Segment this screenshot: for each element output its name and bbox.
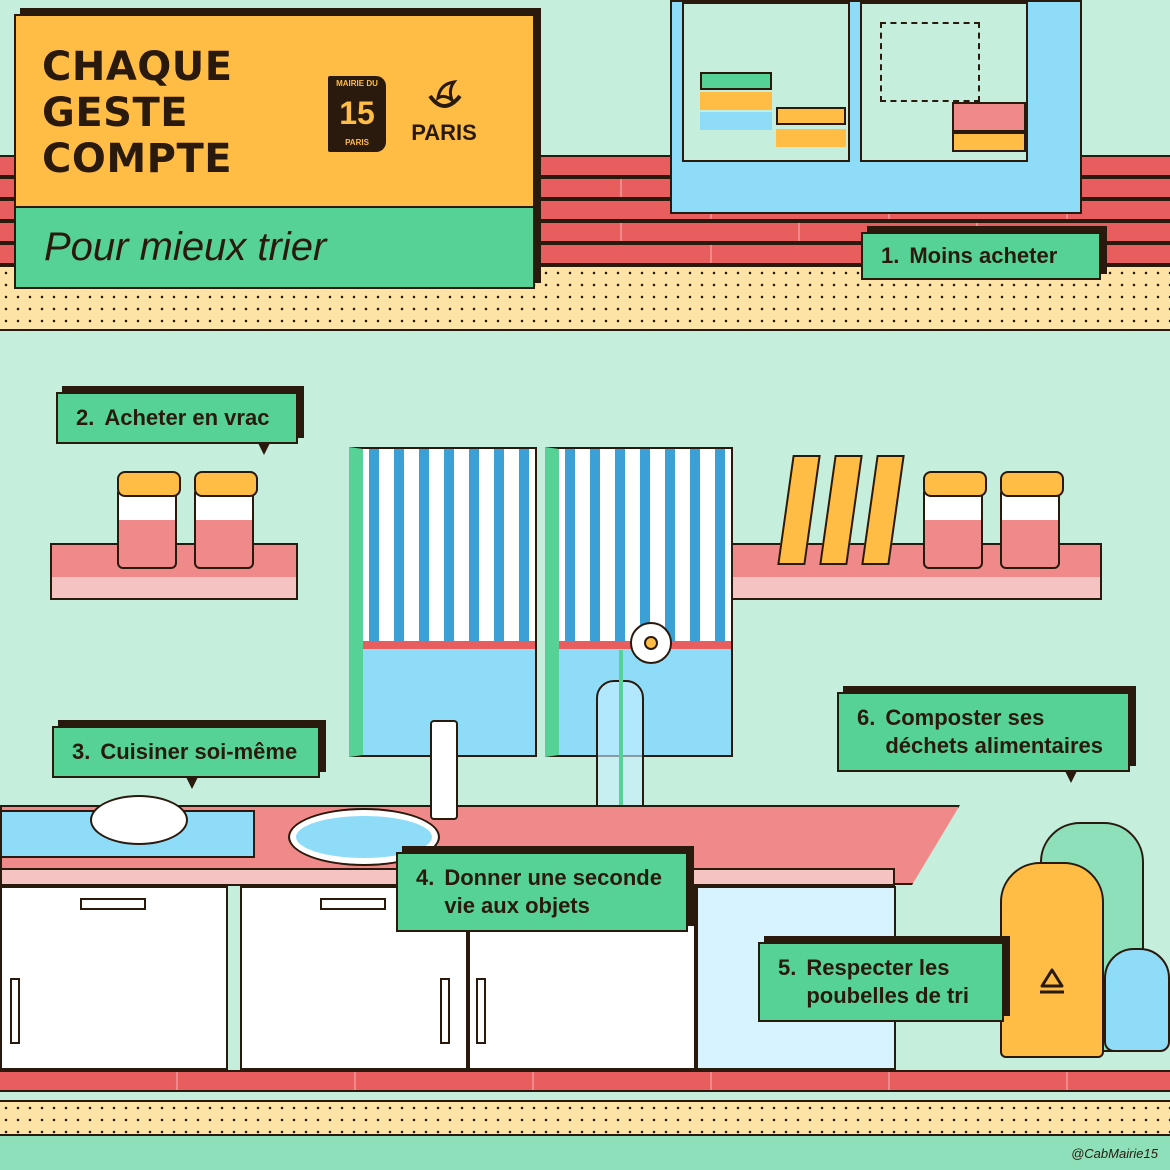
flower — [630, 622, 672, 664]
bulk-jar — [117, 471, 181, 569]
logo-number: 15 — [339, 95, 375, 131]
logo-text: MAIRIE DU — [336, 79, 378, 88]
step-6-label: 6. Composter ses déchets alimentaires — [837, 692, 1130, 783]
drawer-handle — [80, 898, 146, 910]
drawer-handle — [320, 898, 386, 910]
trash-bag — [1104, 948, 1170, 1052]
page-title: CHAQUE GESTE COMPTE — [42, 44, 233, 182]
door-handle — [10, 978, 20, 1044]
logo-text: PARIS — [345, 138, 369, 147]
step-3-label: 3. Cuisiner soi-même — [52, 726, 320, 789]
credit-handle: @CabMairie15 — [1071, 1146, 1158, 1161]
paris-logo: PARIS — [404, 78, 484, 146]
step-number: 5. — [778, 955, 797, 980]
wardrobe-illustration — [670, 0, 1082, 214]
cabinet-left — [0, 886, 228, 1070]
bulk-jar — [923, 471, 987, 569]
bulk-jar — [1000, 471, 1064, 569]
step-text: Cuisiner soi-même — [100, 739, 298, 764]
paris-boat-icon — [428, 80, 462, 108]
footer-strip: @CabMairie15 — [0, 1136, 1170, 1170]
step-text: Acheter en vrac — [104, 405, 270, 430]
window-left — [349, 447, 537, 757]
step-4-label: 4. Donner une seconde vie aux objets — [396, 852, 688, 932]
mairie-15-logo: MAIRIE DU 15 PARIS — [328, 76, 386, 152]
title-line: CHAQUE — [42, 44, 233, 90]
step-5-label: 5. Respecter les poubelles de tri — [758, 942, 1004, 1022]
recycling-bin — [1000, 862, 1104, 1058]
title-card: CHAQUE GESTE COMPTE MAIRIE DU 15 PARIS P… — [14, 14, 535, 289]
title-panel: CHAQUE GESTE COMPTE MAIRIE DU 15 PARIS P… — [16, 16, 533, 208]
bottom-floor — [0, 1070, 1170, 1102]
title-line: GESTE — [42, 90, 189, 136]
step-text: Composter ses déchets alimentaires — [885, 705, 1104, 758]
flower-stem — [619, 650, 623, 825]
door-handle — [440, 978, 450, 1044]
step-1-label: 1. Moins acheter — [861, 232, 1101, 280]
step-number: 6. — [857, 705, 876, 730]
step-2-label: 2. Acheter en vrac — [56, 392, 298, 455]
door-handle — [476, 978, 486, 1044]
bulk-jar — [194, 471, 258, 569]
step-number: 4. — [416, 865, 435, 890]
bottom-dotted-baseboard — [0, 1100, 1170, 1136]
recycle-icon — [1040, 968, 1064, 994]
subtitle-panel: Pour mieux trier — [16, 208, 533, 287]
logo-text: PARIS — [411, 120, 477, 145]
step-number: 2. — [76, 405, 95, 430]
step-text: Respecter les poubelles de tri — [806, 955, 969, 1008]
step-number: 1. — [881, 243, 900, 268]
faucet — [430, 720, 458, 820]
cooking-pan — [90, 795, 188, 845]
step-text: Donner une seconde vie aux objets — [444, 865, 662, 918]
title-line: COMPTE — [42, 136, 233, 182]
step-number: 3. — [72, 739, 91, 764]
step-text: Moins acheter — [909, 243, 1058, 268]
subtitle: Pour mieux trier — [44, 225, 327, 269]
